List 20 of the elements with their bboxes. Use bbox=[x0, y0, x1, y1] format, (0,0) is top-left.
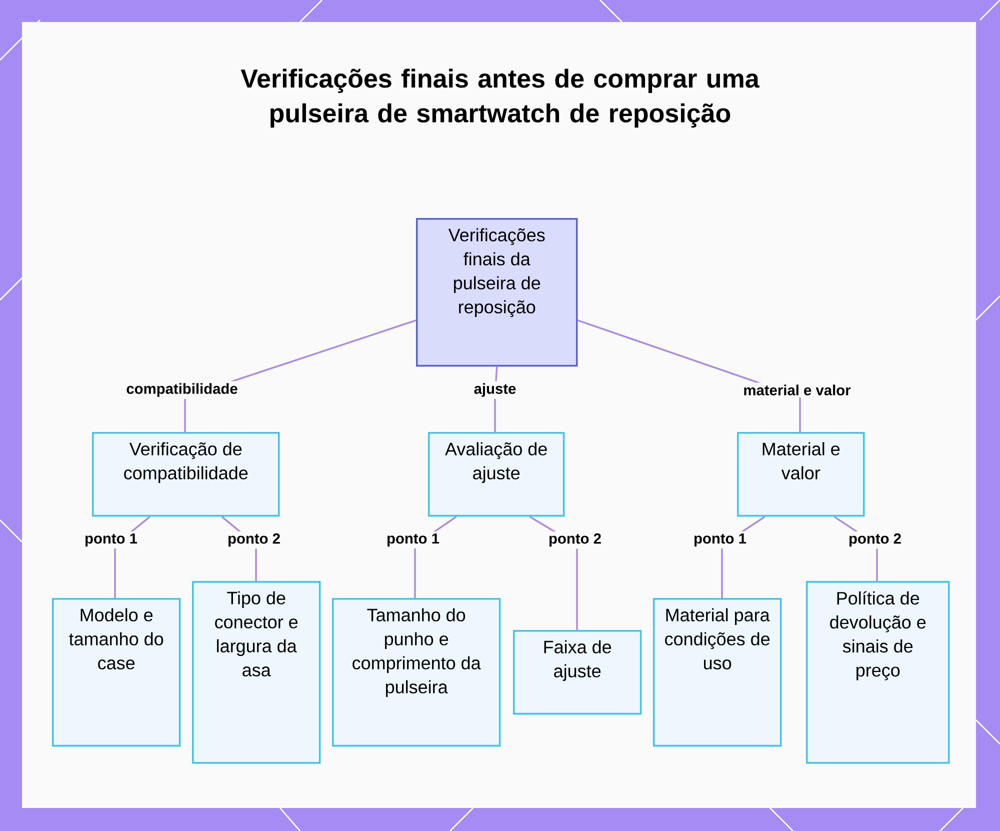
topic-box: Faixa de ajuste bbox=[513, 630, 642, 715]
edge-label: ponto 1 bbox=[82, 531, 140, 549]
edge-label: compatibilidade bbox=[124, 381, 240, 399]
edge-label: material e valor bbox=[741, 382, 853, 398]
root-box: Verificações finais da pulseira de reposição bbox=[416, 218, 578, 367]
edge-label: ponto 1 bbox=[692, 531, 748, 549]
topic-box: Material para condições de uso bbox=[653, 598, 782, 747]
topic-box: Material e valor bbox=[737, 432, 865, 517]
topic-box: Tipo de conector e largura da asa bbox=[192, 581, 321, 764]
topic-box: Modelo e tamanho do case bbox=[52, 598, 181, 747]
topic-box: Avaliação de ajuste bbox=[428, 432, 565, 517]
topic-box: Política de devolução e sinais de preço bbox=[806, 581, 950, 764]
edge-label: ponto 2 bbox=[226, 531, 282, 549]
title: Verificações finais antes de comprar uma pulseira de smartwatch de reposição bbox=[240, 68, 760, 128]
edge-label: ponto 2 bbox=[546, 531, 604, 549]
edge-label: ponto 1 bbox=[384, 531, 442, 549]
edge-label: ponto 2 bbox=[846, 531, 904, 549]
topic-box: Tamanho do punho e comprimento da pulseira bbox=[332, 598, 501, 747]
edge-label: ajuste bbox=[472, 381, 518, 399]
topic-box: Verificação de compatibilidade bbox=[92, 432, 280, 517]
